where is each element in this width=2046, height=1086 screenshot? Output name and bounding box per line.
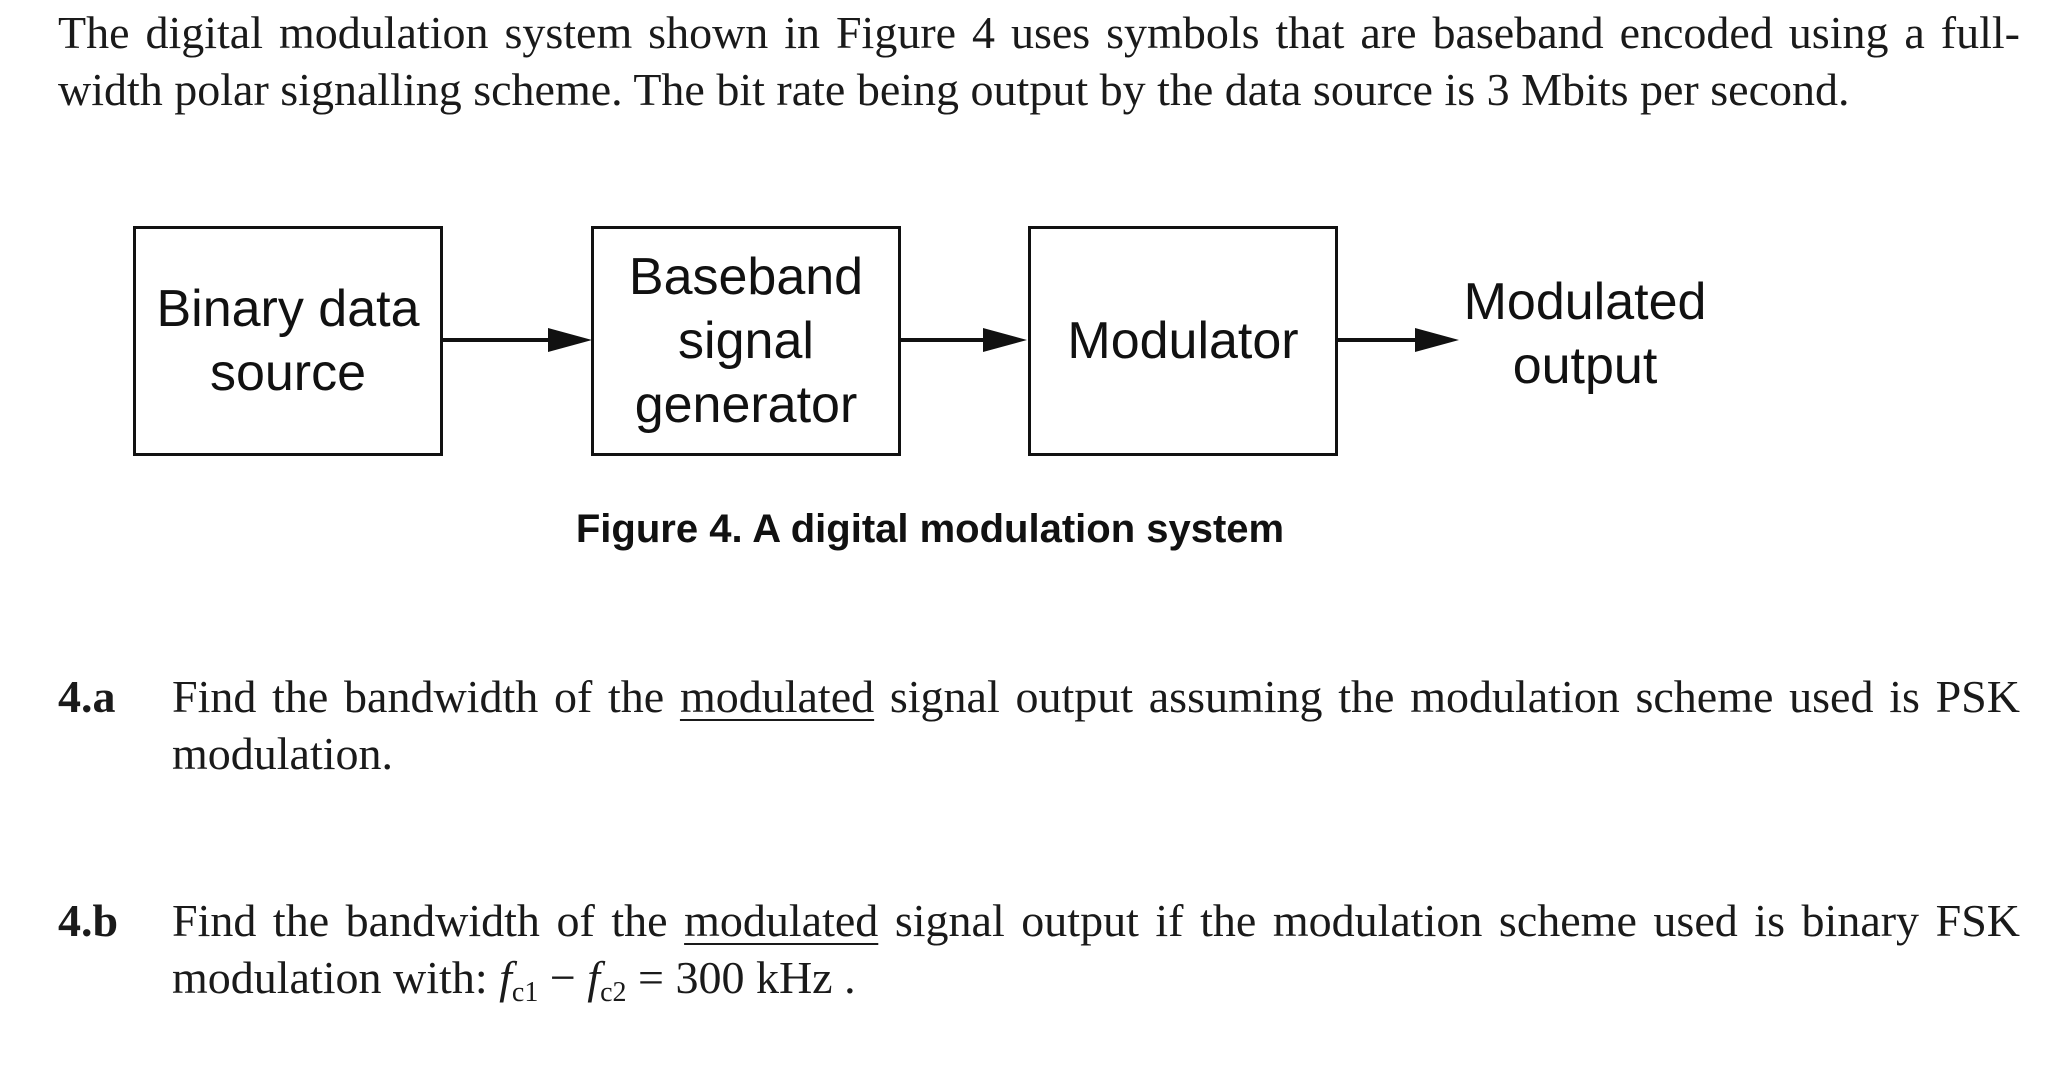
question-text-part: Find the bandwidth of the [172, 895, 685, 946]
arrow-modulator-to-output [1335, 328, 1459, 352]
arrow-generator-to-modulator [898, 328, 1027, 352]
math-subscript: c1 [511, 977, 539, 1008]
underlined-word: modulated [679, 671, 875, 722]
question-4a: 4.a Find the bandwidth of the modulated … [58, 668, 2020, 782]
question-number: 4.b [58, 895, 119, 946]
question-number: 4.a [58, 671, 116, 722]
frequency-equation: fc1 − fc2 = 300 kHz . [499, 952, 856, 1008]
question-text-part: signal output assuming the modulation sc… [172, 671, 2020, 779]
math-subscript: c2 [600, 977, 627, 1008]
block-label: Binary data source [156, 280, 420, 402]
math-symbol: f [587, 952, 601, 1003]
question-text: Find the bandwidth of the modulated sign… [172, 892, 2020, 1021]
math-value: = 300 kHz . [626, 952, 856, 1003]
question-text-part: signal output if the modulation scheme u… [172, 895, 2021, 1003]
block-binary-data-source: Binary data source [133, 226, 443, 456]
block-baseband-signal-generator: Baseband signal generator [591, 226, 901, 456]
arrow-source-to-generator [441, 328, 592, 352]
block-label: Baseband signal generator [628, 248, 864, 434]
figure-caption: Figure 4. A digital modulation system [575, 507, 1285, 551]
modulated-output-label: Modulated output [1463, 273, 1707, 395]
question-4b: 4.b Find the bandwidth of the modulated … [58, 892, 2020, 1021]
block-modulator: Modulator [1028, 226, 1338, 456]
math-symbol: f [499, 952, 512, 1003]
block-label: Modulator [1067, 312, 1299, 370]
question-text-part: Find the bandwidth of the [172, 671, 680, 722]
math-operator: − [538, 952, 588, 1003]
question-text: Find the bandwidth of the modulated sign… [172, 668, 2020, 782]
underlined-word: modulated [684, 895, 879, 946]
intro-paragraph: The digital modulation system shown in F… [58, 7, 2020, 115]
